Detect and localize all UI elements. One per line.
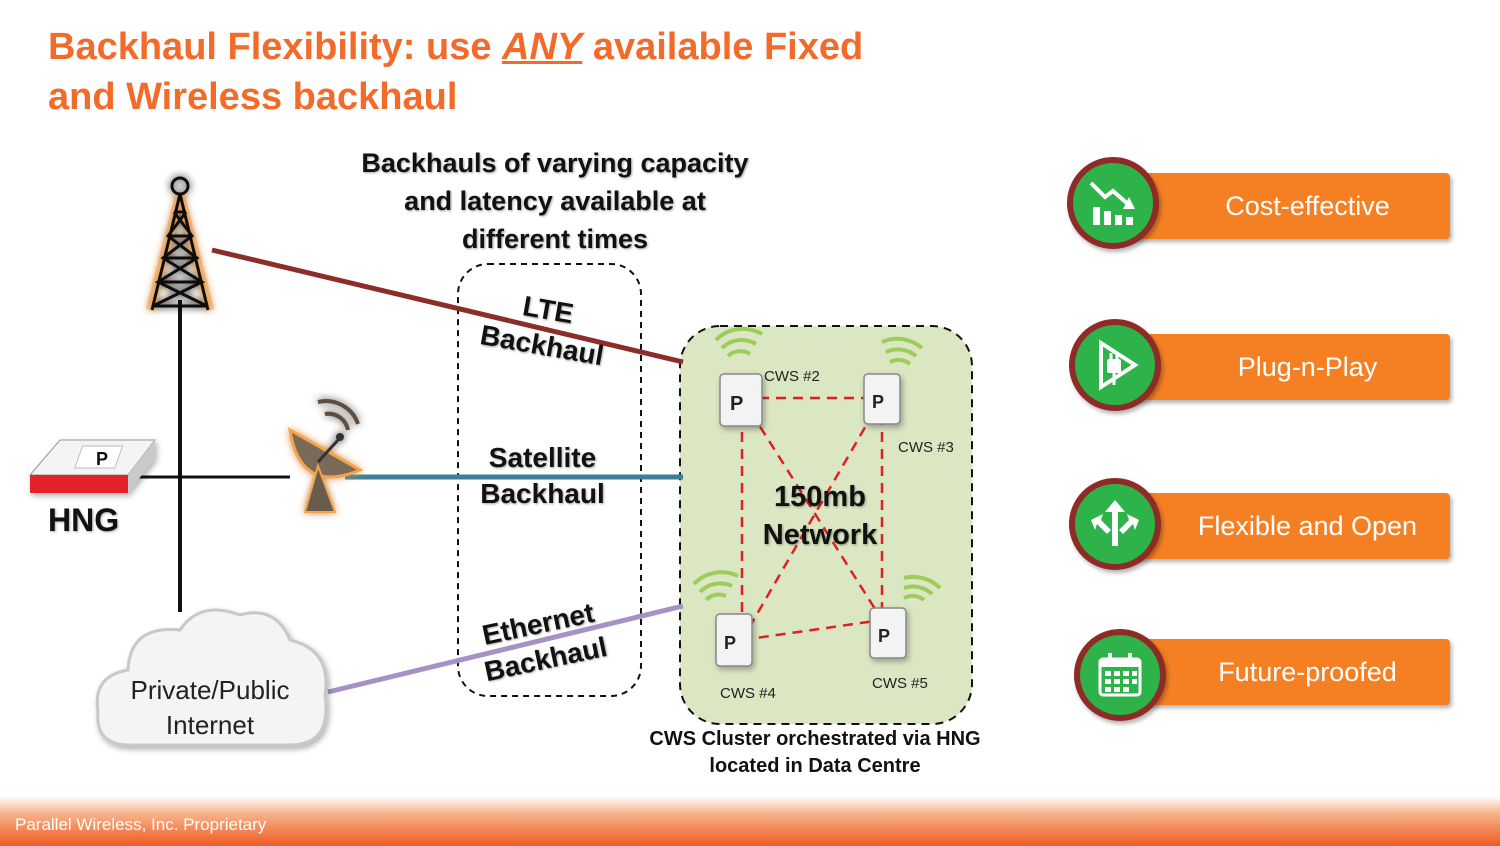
cws-4-label: CWS #4 bbox=[720, 685, 776, 702]
header-line1: Backhauls of varying capacity bbox=[361, 148, 749, 178]
header-line2: and latency available at bbox=[404, 186, 706, 216]
feature-label: Cost-effective bbox=[1225, 190, 1390, 221]
cws-node-4: P bbox=[692, 570, 753, 667]
feature-cost-effective: Cost-effective bbox=[1120, 173, 1450, 239]
satellite-line2: Backhaul bbox=[480, 478, 605, 509]
cws-3-label: CWS #3 bbox=[898, 439, 954, 456]
svg-text:P: P bbox=[96, 449, 108, 469]
plug-icon bbox=[1069, 319, 1161, 411]
internet-label: Private/Public Internet bbox=[100, 673, 320, 743]
satellite-dish-icon bbox=[288, 399, 364, 513]
header-line3: different times bbox=[461, 224, 649, 254]
satellite-backhaul-label: Satellite Backhaul bbox=[465, 440, 620, 512]
svg-text:P: P bbox=[724, 633, 736, 653]
caption-line1: CWS Cluster orchestrated via HNG bbox=[649, 728, 981, 750]
feature-plug-n-play: Plug-n-Play bbox=[1120, 334, 1450, 400]
cloud-icon bbox=[95, 608, 328, 747]
feature-flexible-open: Flexible and Open bbox=[1120, 493, 1450, 559]
cluster-caption: CWS Cluster orchestrated via HNG located… bbox=[600, 726, 1030, 780]
cloud-line1: Private/Public bbox=[130, 675, 290, 705]
svg-text:P: P bbox=[730, 393, 743, 415]
svg-text:P: P bbox=[878, 626, 890, 646]
hng-server-icon: P bbox=[28, 439, 157, 493]
feature-label: Flexible and Open bbox=[1197, 510, 1418, 541]
hng-label: HNG bbox=[48, 502, 120, 538]
footer-bar bbox=[0, 796, 1500, 846]
cws-node-2: P bbox=[714, 326, 764, 427]
title-part2: available Fixed bbox=[582, 26, 864, 68]
satellite-line1: Satellite bbox=[488, 442, 597, 473]
slide-title: Backhaul Flexibility: use ANY available … bbox=[48, 22, 1008, 122]
cell-tower-icon bbox=[145, 176, 215, 312]
title-part1: Backhaul Flexibility: use bbox=[48, 26, 503, 68]
chart-down-icon bbox=[1067, 157, 1159, 249]
feature-future-proofed: Future-proofed bbox=[1120, 639, 1450, 705]
feature-label: Plug-n-Play bbox=[1237, 351, 1378, 382]
footer-text: Parallel Wireless, Inc. Proprietary bbox=[15, 815, 267, 834]
network-label: 150mb Network bbox=[740, 478, 900, 554]
cws-2-label: CWS #2 bbox=[764, 368, 820, 385]
title-line2: and Wireless backhaul bbox=[48, 76, 458, 118]
ethernet-link bbox=[327, 603, 684, 695]
lte-link bbox=[211, 247, 684, 365]
backhaul-description: Backhauls of varying capacity and latenc… bbox=[320, 144, 790, 258]
cloud-line2: Internet bbox=[165, 710, 255, 740]
feature-label: Future-proofed bbox=[1218, 656, 1397, 687]
cws-5-label: CWS #5 bbox=[872, 675, 928, 692]
mesh-lines bbox=[740, 396, 884, 642]
caption-line2: located in Data Centre bbox=[709, 755, 921, 777]
network-line2: Network bbox=[762, 519, 878, 551]
network-line1: 150mb bbox=[774, 481, 866, 513]
cws-node-3: P bbox=[863, 336, 924, 425]
calendar-icon bbox=[1074, 629, 1166, 721]
backhaul-group-box bbox=[457, 263, 642, 697]
title-emphasis: ANY bbox=[502, 26, 583, 68]
svg-text:P: P bbox=[872, 392, 884, 412]
cws-node-5: P bbox=[869, 574, 942, 659]
split-arrows-icon bbox=[1069, 478, 1161, 570]
